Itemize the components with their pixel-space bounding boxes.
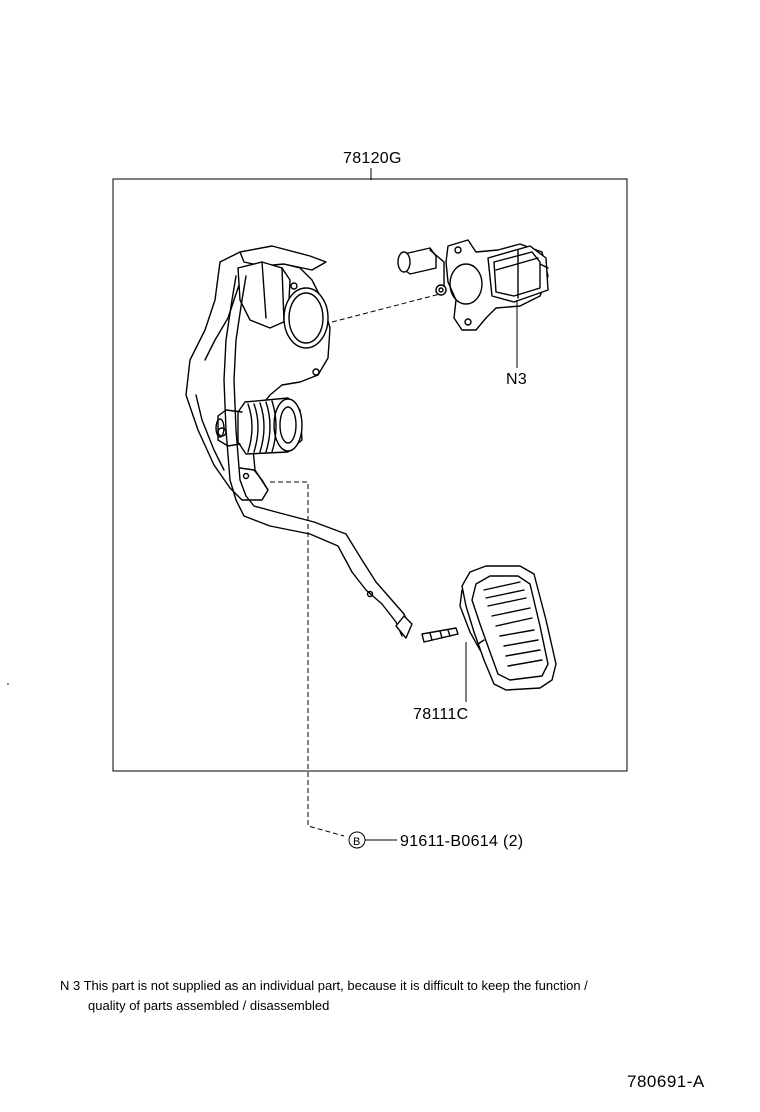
bolt-symbol-letter: B <box>353 836 360 848</box>
pedal-pad-illustration <box>459 565 557 691</box>
bolt-part-number: 91611-B0614 (2) <box>400 833 523 850</box>
margin-dot <box>7 683 9 685</box>
footnote-line-1: N 3 This part is not supplied as an indi… <box>60 978 588 993</box>
assembly-part-number: 78120G <box>343 150 402 167</box>
pedal-bracket-illustration <box>185 245 413 639</box>
pedal-position-sensor-illustration <box>397 239 549 331</box>
footnote: N 3 This part is not supplied as an indi… <box>60 976 740 1016</box>
sensor-code-label: N3 <box>506 371 527 388</box>
pad-part-number: 78111C <box>413 706 468 723</box>
bolt-dashed-line <box>270 481 345 837</box>
sensor-mount-dashed-line <box>331 293 441 323</box>
pad-pin-illustration <box>421 627 459 643</box>
return-spring <box>215 397 303 455</box>
footnote-line-2: quality of parts assembled / disassemble… <box>88 998 330 1013</box>
drawing-number: 780691-A <box>627 1072 705 1091</box>
assembly-frame <box>112 178 628 772</box>
